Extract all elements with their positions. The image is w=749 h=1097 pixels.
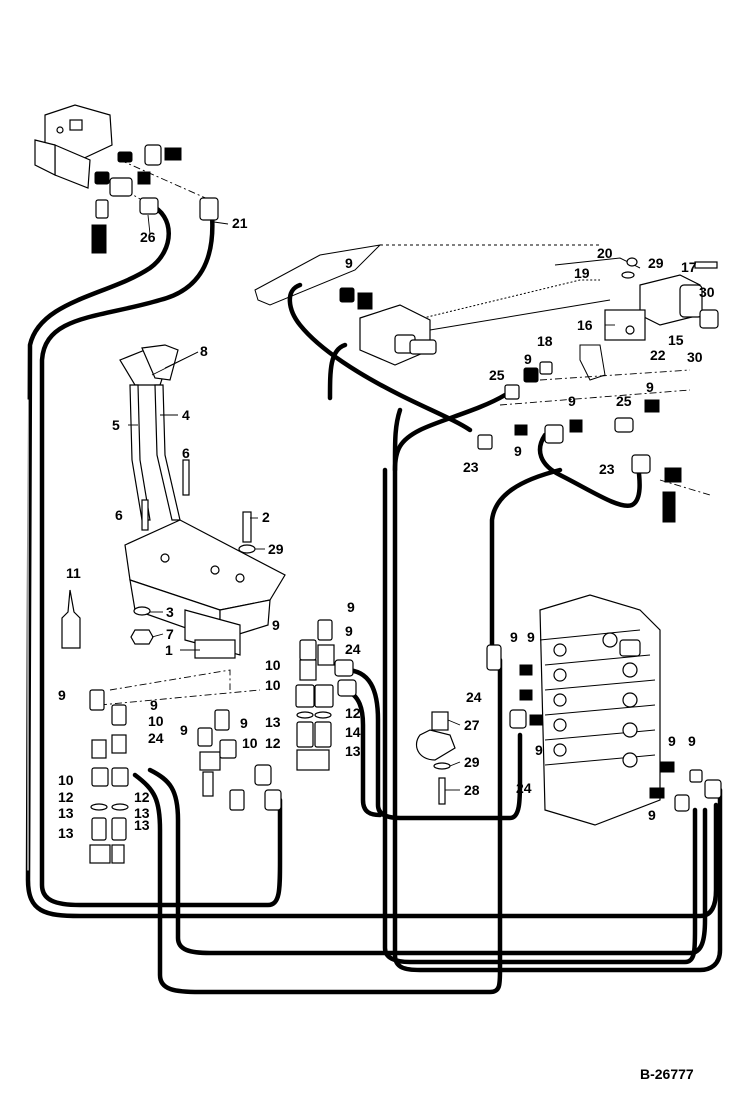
callout-30-top: 29: [648, 255, 664, 271]
callout-12-l1: 12: [58, 789, 74, 805]
callout-9-m2: 9: [272, 617, 280, 633]
callout-24-v2: 24: [516, 780, 532, 796]
callout-9-v3: 9: [535, 742, 543, 758]
hose-clamp: [415, 711, 456, 805]
callout-30-right: 30: [699, 284, 715, 300]
callout-10-l2: 10: [242, 735, 258, 751]
callout-6-lower: 6: [115, 507, 123, 523]
callout-9-v2: 9: [527, 629, 535, 645]
callout-9-top: 9: [345, 255, 353, 271]
callout-31-32: 30: [687, 349, 703, 365]
callout-14-m1: 13: [265, 714, 281, 730]
callout-15: 15: [668, 332, 684, 348]
callout-25-right: 25: [616, 393, 632, 409]
callout-labels: 21 26 8 4 5 6 6 2 29 11 3 7 1 9 25 18 9 …: [58, 215, 715, 841]
pilot-valve-fittings: [89, 619, 357, 864]
callout-19: 19: [574, 265, 590, 281]
callout-5: 5: [112, 417, 120, 433]
callout-20: 20: [597, 245, 613, 261]
callout-13-l2: 13: [134, 817, 150, 833]
callout-4: 4: [182, 407, 190, 423]
callout-13-m1: 12: [265, 735, 281, 751]
callout-10-l1: 10: [148, 713, 164, 729]
callout-18: 18: [537, 333, 553, 349]
callout-16: 16: [577, 317, 593, 333]
callout-29-right: 29: [464, 754, 480, 770]
callout-9-r4: 9: [514, 443, 522, 459]
sealant-bottle: [61, 589, 81, 649]
pilot-fittings-top: [91, 144, 219, 254]
callout-14-m2: 14: [345, 724, 361, 740]
callout-25-left: 25: [489, 367, 505, 383]
valve-right-fittings: [649, 761, 722, 812]
callout-24-l1: 24: [148, 730, 164, 746]
callout-9-r3: 9: [646, 379, 654, 395]
callout-2: 2: [262, 509, 270, 525]
callout-17: 17: [681, 259, 697, 275]
control-lever-assembly: [119, 344, 286, 659]
drawing-number: B-26777: [640, 1066, 694, 1082]
callout-9-l2: 9: [150, 697, 158, 713]
right-upper-fittings: [477, 361, 711, 523]
callout-11: 11: [66, 565, 81, 581]
callout-14-l2: 13: [134, 805, 150, 821]
callout-27: 27: [464, 717, 480, 733]
callout-9-l3: 9: [180, 722, 188, 738]
callout-24-m1: 24: [345, 641, 361, 657]
callout-6-upper: 6: [182, 445, 190, 461]
callout-12-m2: 12: [345, 705, 361, 721]
callout-8: 8: [200, 343, 208, 359]
callout-13-m2: 13: [345, 743, 361, 759]
callout-9-v4: 9: [668, 733, 676, 749]
callout-21: 22: [650, 347, 666, 363]
lever-bolts: [130, 459, 256, 645]
callout-7: 7: [166, 626, 174, 642]
callout-26: 26: [140, 229, 156, 245]
main-control-valve: [486, 594, 661, 826]
callout-10-l3: 10: [58, 772, 74, 788]
callout-9-v6: 9: [648, 807, 656, 823]
callout-14-l1: 13: [58, 805, 74, 821]
callout-3: 3: [166, 604, 174, 620]
callout-9-v1: 9: [510, 629, 518, 645]
callout-9-r2: 9: [568, 393, 576, 409]
callout-9-v5: 9: [688, 733, 696, 749]
shuttle-valve-block: [327, 287, 437, 401]
hose-lines: [25, 202, 723, 995]
callout-28: 28: [464, 782, 480, 798]
callout-10-m2: 10: [265, 657, 281, 673]
callout-9-m1: 9: [347, 599, 355, 615]
callout-1: 1: [165, 642, 173, 658]
callout-12-l2: 12: [134, 789, 150, 805]
pilot-bracket: [34, 104, 211, 206]
callout-10-m1: 9: [345, 623, 353, 639]
callout-24-v1: 24: [466, 689, 482, 705]
callout-13-l1: 13: [58, 825, 74, 841]
callout-9-r1: 9: [524, 351, 532, 367]
callout-12-m1: 10: [265, 677, 281, 693]
callout-29-left: 29: [268, 541, 284, 557]
callout-23-right: 23: [599, 461, 615, 477]
callout-9-l4: 9: [240, 715, 248, 731]
callout-23-left: 23: [463, 459, 479, 475]
callout-9-l1: 9: [58, 687, 66, 703]
callout-leaders: [128, 214, 615, 791]
callout-22: 21: [232, 215, 248, 231]
